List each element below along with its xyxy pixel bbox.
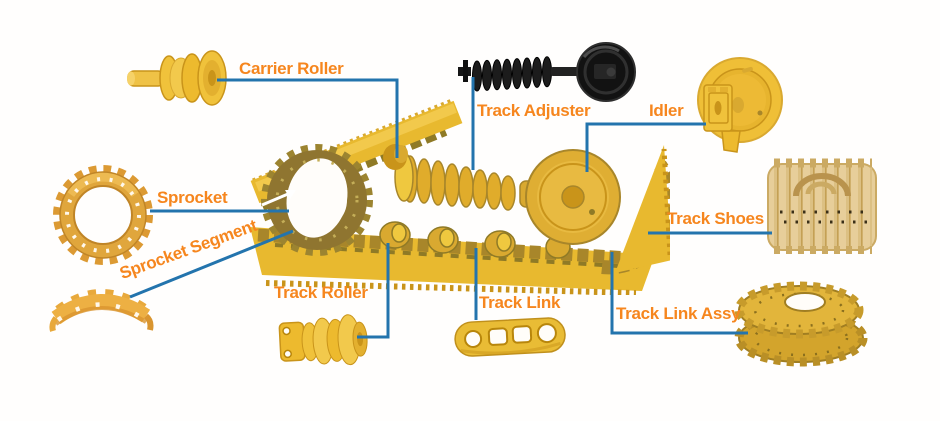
track-shoes-label: Track Shoes — [667, 209, 764, 228]
idler-label: Idler — [649, 101, 684, 120]
track-adjuster-label: Track Adjuster — [477, 101, 591, 120]
carrier-roller-label: Carrier Roller — [239, 59, 344, 78]
carrier-roller-image — [126, 42, 240, 114]
idler-image — [694, 53, 784, 153]
sprocket-label: Sprocket — [157, 188, 228, 207]
track-adjuster-image — [456, 36, 646, 108]
track-link-label: Track Link — [479, 293, 561, 312]
track-link-assy-label: Track Link Assy — [616, 304, 741, 323]
track-link-assy-image — [733, 266, 873, 368]
track-link-assy-connector-line — [610, 252, 748, 335]
track-roller-connector-line — [357, 243, 390, 339]
undercarriage-assembly-image — [240, 95, 670, 295]
track-link-image — [452, 312, 570, 360]
sprocket-segment-connector-line — [129, 229, 294, 299]
track-shoes-image — [762, 150, 884, 262]
sprocket-image — [50, 162, 156, 268]
track-roller-image — [276, 305, 372, 373]
track-roller-label: Track Roller — [274, 283, 368, 302]
carrier-roller-connector-line — [217, 78, 399, 158]
sprocket-segment-image — [48, 270, 154, 342]
idler-connector-line — [585, 122, 706, 172]
